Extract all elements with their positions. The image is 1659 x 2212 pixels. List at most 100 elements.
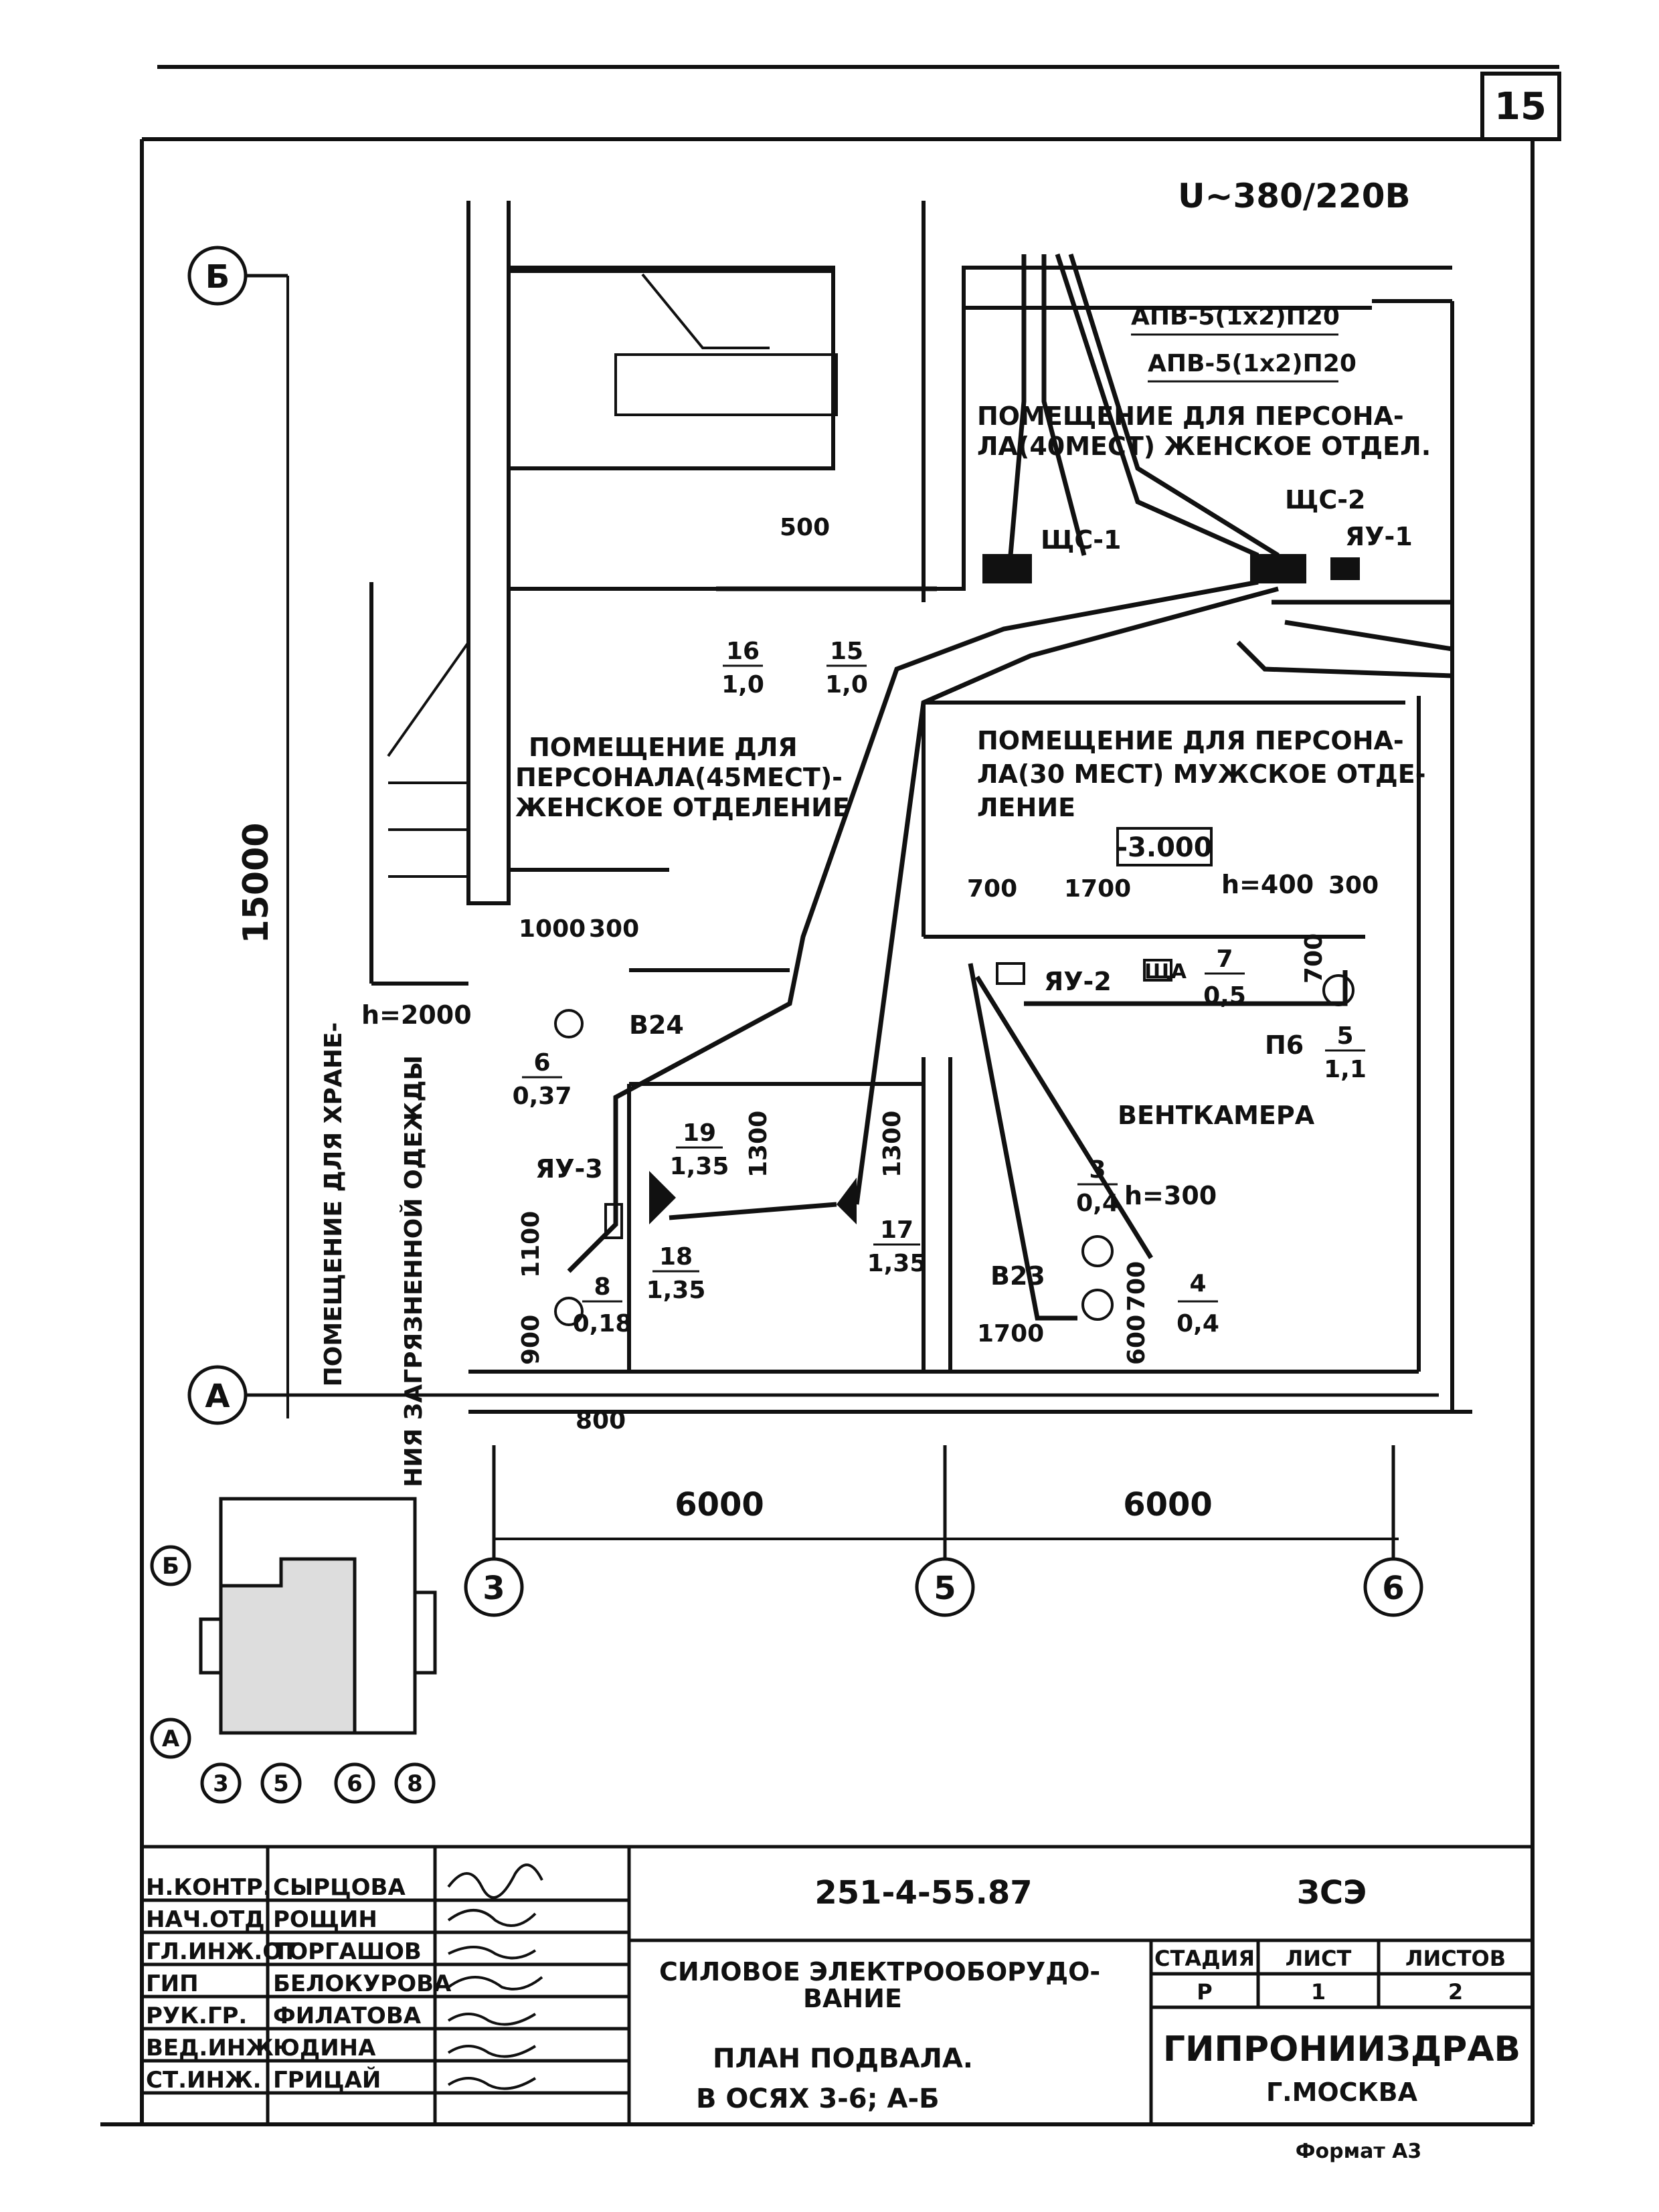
role-1: НАЧ.ОТД — [146, 1906, 265, 1933]
name-0: СЫРЦОВА — [273, 1874, 406, 1901]
org-city: Г.МОСКВА — [1266, 2078, 1418, 2107]
key-plan — [150, 1497, 437, 1804]
load-18-n: 18 — [659, 1243, 693, 1271]
load-5-p: 1,1 — [1324, 1056, 1367, 1083]
b23-label: В23 — [990, 1261, 1045, 1291]
load-15-p: 1,0 — [825, 671, 868, 699]
voltage-label: U~380/220В — [1178, 177, 1411, 215]
storage-line2: НИЯ ЗАГРЯЗНЕННОЙ ОДЕЖДЫ — [400, 1055, 428, 1487]
role-2: ГЛ.ИНЖ.ОТ — [146, 1938, 298, 1965]
room1-line1: ПОМЕЩЕНИЕ ДЛЯ ПЕРСОНА- — [977, 401, 1404, 431]
key-axis-3: 3 — [213, 1770, 229, 1797]
cable-label-2: АПВ-5(1х2)П20 — [1148, 350, 1357, 377]
cable-label-1: АПВ-5(1х2)П20 — [1131, 303, 1340, 331]
role-5: ВЕД.ИНЖ — [146, 2035, 274, 2061]
room4-label: ВЕНТКАМЕРА — [1118, 1101, 1315, 1130]
key-axis-5: 5 — [273, 1770, 289, 1797]
room1-line2: ЛА(40МЕСТ) ЖЕНСКОЕ ОТДЕЛ. — [977, 432, 1431, 461]
dim-300-b: 300 — [1328, 872, 1379, 899]
dim-900: 900 — [517, 1315, 545, 1365]
load-17-n: 17 — [880, 1216, 913, 1244]
name-3: БЕЛОКУРОВА — [273, 1970, 452, 1997]
building-walls — [369, 201, 1472, 1414]
shs1-box — [982, 554, 1032, 583]
sheets-header: ЛИСТОВ — [1405, 1946, 1506, 1971]
room2-line2: ПЕРСОНАЛА(45МЕСТ)- — [515, 763, 843, 792]
b24-label: В24 — [629, 1010, 684, 1040]
dim-1000: 1000 — [519, 915, 586, 943]
role-4: РУК.ГР. — [146, 2003, 247, 2029]
name-1: РОЩИН — [273, 1906, 377, 1933]
heater-17 — [837, 1178, 857, 1224]
load-6-p: 0,37 — [513, 1083, 572, 1110]
load-5-n: 5 — [1336, 1022, 1353, 1050]
sha-box — [1143, 959, 1172, 982]
title-block — [142, 1845, 1533, 2124]
load-16-n: 16 — [726, 638, 760, 665]
storage-line1: ПОМЕЩЕНИЕ ДЛЯ ХРАНЕ- — [320, 1022, 347, 1387]
role-0: Н.КОНТР. — [146, 1874, 272, 1901]
load-3-p: 0,4 — [1076, 1190, 1119, 1217]
shs2-box — [1250, 554, 1306, 583]
level-label: -3.000 — [1116, 832, 1212, 863]
room3-line3: ЛЕНИЕ — [977, 793, 1075, 822]
sha-label: ЩА — [1144, 960, 1187, 984]
p6-label: П6 — [1265, 1030, 1304, 1060]
title-line1: СИЛОВОЕ ЭЛЕКТРООБОРУДО- — [659, 1957, 1100, 1987]
org-name: ГИПРОНИИЗДРАВ — [1163, 2029, 1520, 2069]
dim-1100: 1100 — [517, 1211, 545, 1278]
title-line3: ПЛАН ПОДВАЛА. — [713, 2043, 973, 2074]
title-line4: В ОСЯХ 3-6; А-Б — [696, 2084, 940, 2114]
load-19-n: 19 — [683, 1119, 716, 1147]
height-300: h=300 — [1124, 1181, 1217, 1210]
stage-value: Р — [1197, 1979, 1212, 2005]
level-box — [1116, 827, 1213, 866]
key-axis-a: А — [162, 1726, 180, 1752]
key-axis-6: 6 — [347, 1770, 363, 1797]
dim-800: 800 — [576, 1407, 626, 1435]
dim-1700-b: 1700 — [977, 1320, 1044, 1348]
axis-label-3: 3 — [483, 1570, 505, 1607]
room3-line2: ЛА(30 МЕСТ) МУЖСКОЕ ОТДЕ- — [977, 759, 1426, 789]
motor-3 — [1081, 1235, 1114, 1267]
dim-6000-b: 6000 — [1123, 1486, 1213, 1524]
yau2-label: ЯУ-2 — [1044, 967, 1112, 996]
room2-line1: ПОМЕЩЕНИЕ ДЛЯ — [529, 733, 798, 762]
sheet-header: ЛИСТ — [1286, 1946, 1352, 1971]
dim-300-a: 300 — [589, 915, 639, 943]
shs2-label: ЩС-2 — [1285, 485, 1365, 515]
dim-6000-a: 6000 — [675, 1486, 764, 1524]
load-8-p: 0,18 — [573, 1310, 632, 1338]
load-18-p: 1,35 — [646, 1277, 706, 1304]
dim-700-a: 700 — [967, 875, 1017, 903]
stage-header: СТАДИЯ — [1154, 1946, 1255, 1971]
dim-700-c: 700 — [1123, 1261, 1150, 1311]
role-6: СТ.ИНЖ. — [146, 2067, 262, 2094]
signatures — [447, 1863, 543, 2090]
load-labels: 16 1,0 15 1,0 7 0,5 5 1,1 6 0,37 19 1,35… — [513, 638, 1367, 1338]
dim-15000: 15000 — [236, 823, 276, 944]
stairs — [387, 273, 838, 878]
dim-600: 600 — [1123, 1315, 1150, 1365]
load-17-p: 1,35 — [867, 1250, 927, 1277]
load-4-p: 0,4 — [1176, 1310, 1219, 1338]
dim-1700-a: 1700 — [1064, 875, 1131, 903]
load-7-p: 0,5 — [1203, 982, 1246, 1010]
motor-6 — [554, 1009, 584, 1038]
doc-mark: ЗСЭ — [1297, 1874, 1367, 1912]
doc-code: 251-4-55.87 — [814, 1874, 1032, 1912]
motor-4 — [1081, 1289, 1114, 1321]
room3-line1: ПОМЕЩЕНИЕ ДЛЯ ПЕРСОНА- — [977, 726, 1404, 755]
axis-label-5: 5 — [934, 1570, 956, 1607]
axis-label-6: 6 — [1382, 1570, 1404, 1607]
load-15-n: 15 — [830, 638, 863, 665]
role-3: ГИП — [146, 1970, 199, 1997]
yau3-label: ЯУ-3 — [535, 1154, 603, 1184]
motor-8 — [554, 1297, 584, 1326]
load-3-n: 3 — [1089, 1156, 1106, 1184]
yau1-label: ЯУ-1 — [1345, 522, 1413, 551]
load-8-n: 8 — [594, 1273, 610, 1301]
height-2000: h=2000 — [361, 1000, 472, 1030]
yau2-box — [996, 962, 1025, 985]
load-7-n: 7 — [1216, 945, 1233, 973]
